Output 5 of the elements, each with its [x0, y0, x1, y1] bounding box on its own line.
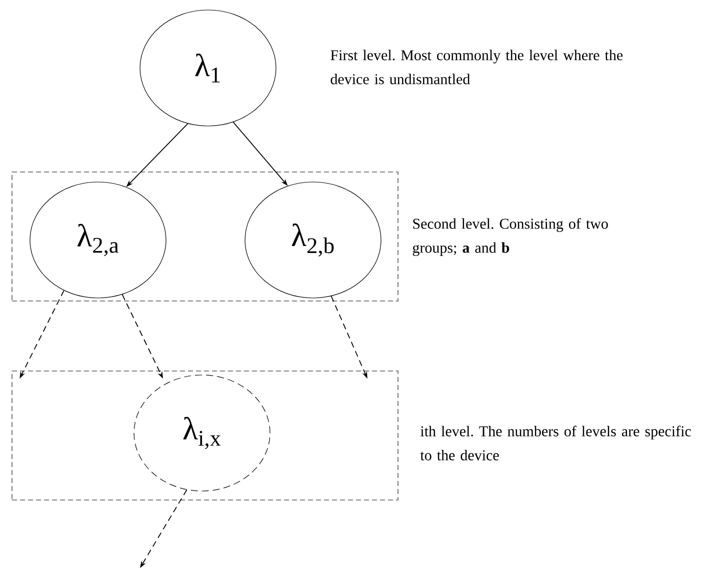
level-frame: [12, 370, 398, 500]
level-description: First level. Most commonly the level where the device is undismantled: [330, 50, 623, 84]
level-description: Second level. Consisting of two groups; a and b: [412, 218, 608, 256]
level-frame: [12, 172, 398, 302]
level-description: ith level. The numbers of levels are specific to the device: [420, 426, 691, 460]
